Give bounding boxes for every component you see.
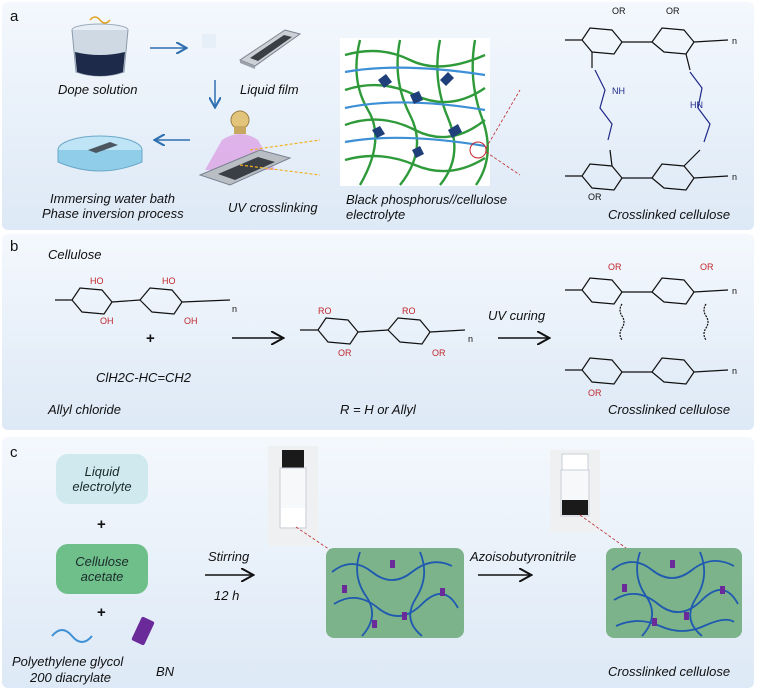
- gel-network-2: [606, 548, 742, 638]
- label-cellulose: Cellulose: [48, 247, 102, 262]
- vial-2-photo: [550, 450, 600, 532]
- placeholder-square: [202, 34, 216, 48]
- chem-n-b4: n: [732, 366, 738, 376]
- plus-c1: +: [97, 516, 106, 533]
- label-bn: BN: [156, 664, 175, 679]
- label-crosslinked-c: Crosslinked cellulose: [608, 664, 731, 679]
- chem-or-a3: OR: [588, 192, 602, 202]
- label-dope-solution: Dope solution: [58, 82, 138, 97]
- crosslinked-cellulose-structure-a: [565, 27, 729, 191]
- liquid-film-plate-icon: [238, 29, 302, 69]
- label-crosslinked-b: Crosslinked cellulose: [608, 402, 731, 417]
- panel-a-letter: a: [10, 8, 19, 25]
- bp-cellulose-network-illustration: [340, 38, 490, 186]
- label-crosslinked-a: Crosslinked cellulose: [608, 207, 731, 222]
- label-azo: Azoisobutyronitrile: [470, 549, 577, 564]
- chem-or-b1: OR: [338, 348, 352, 358]
- chem-or-b3: OR: [608, 262, 622, 272]
- chem-oh-b2: OH: [184, 316, 198, 326]
- box-cellulose-acetate: Cellulose acetate: [56, 544, 148, 594]
- chem-or-a1: OR: [612, 6, 626, 16]
- box-liquid-electrolyte: Liquid electrolyte: [56, 454, 148, 504]
- crosslink-bridges-a: [594, 69, 711, 143]
- bn-icon: [131, 616, 155, 646]
- zoom-line-top: [485, 89, 521, 149]
- chem-ro-b1: RO: [318, 306, 332, 316]
- peg-chain-icon: [51, 629, 93, 643]
- label-r-definition: R = H or Allyl: [340, 402, 416, 417]
- formula-allyl-chloride: ClH2C-HC=CH2: [96, 370, 191, 385]
- label-liquid-film: Liquid film: [240, 82, 299, 97]
- label-allyl-chloride: Allyl chloride: [48, 402, 121, 417]
- label-stirring: Stirring: [208, 549, 250, 564]
- chem-n-a1: n: [732, 36, 738, 46]
- chem-n-b3: n: [732, 286, 738, 296]
- chem-nh-a: NH: [612, 86, 625, 96]
- chem-or-b5: OR: [588, 388, 602, 398]
- label-12h: 12 h: [214, 588, 240, 603]
- uv-lamp-icon: [198, 110, 321, 186]
- gel-network-1: [326, 548, 464, 638]
- chem-n-a2: n: [732, 172, 738, 182]
- chem-ho-b1: HO: [90, 276, 104, 286]
- chem-or-b4: OR: [700, 262, 714, 272]
- plus-b: +: [146, 330, 155, 347]
- label-bp-line1: Black phosphorus//cellulose: [346, 192, 508, 207]
- label-uv-crosslinking: UV crosslinking: [228, 200, 318, 215]
- vial-1-photo: [268, 446, 318, 546]
- beaker-icon: [71, 16, 129, 77]
- chem-or-a2: OR: [666, 6, 680, 16]
- panel-b-letter: b: [10, 238, 19, 255]
- label-uv-curing: UV curing: [488, 308, 546, 323]
- label-peg-line2: 200 diacrylate: [30, 670, 111, 685]
- chem-n-b1: n: [232, 304, 238, 314]
- box-liquid-electrolyte-label: Liquid electrolyte: [72, 464, 132, 494]
- box-cellulose-acetate-label: Cellulose acetate: [75, 554, 129, 584]
- water-bath-icon: [57, 135, 143, 172]
- label-peg-line1: Polyethylene glycol: [12, 654, 124, 669]
- panel-c-letter: c: [10, 444, 18, 461]
- zoom-line-bottom: [485, 151, 521, 176]
- label-bp-line2: electrolyte: [346, 207, 406, 222]
- chem-oh-b1: OH: [100, 316, 114, 326]
- chem-or-b2: OR: [432, 348, 446, 358]
- crosslinked-cellulose-structure-b: [565, 277, 729, 385]
- cellulose-structure: [55, 287, 231, 315]
- label-phase-inversion: Phase inversion process: [42, 206, 184, 221]
- plus-c2: +: [97, 604, 106, 621]
- label-immersing: Immersing water bath: [50, 191, 175, 206]
- chem-ho-b2: HO: [162, 276, 176, 286]
- chem-n-b2: n: [468, 334, 474, 344]
- panel-b: [2, 234, 754, 430]
- allyl-cellulose-structure: [300, 317, 466, 345]
- chem-hn-a: HN: [690, 100, 703, 110]
- chem-ro-b2: RO: [402, 306, 416, 316]
